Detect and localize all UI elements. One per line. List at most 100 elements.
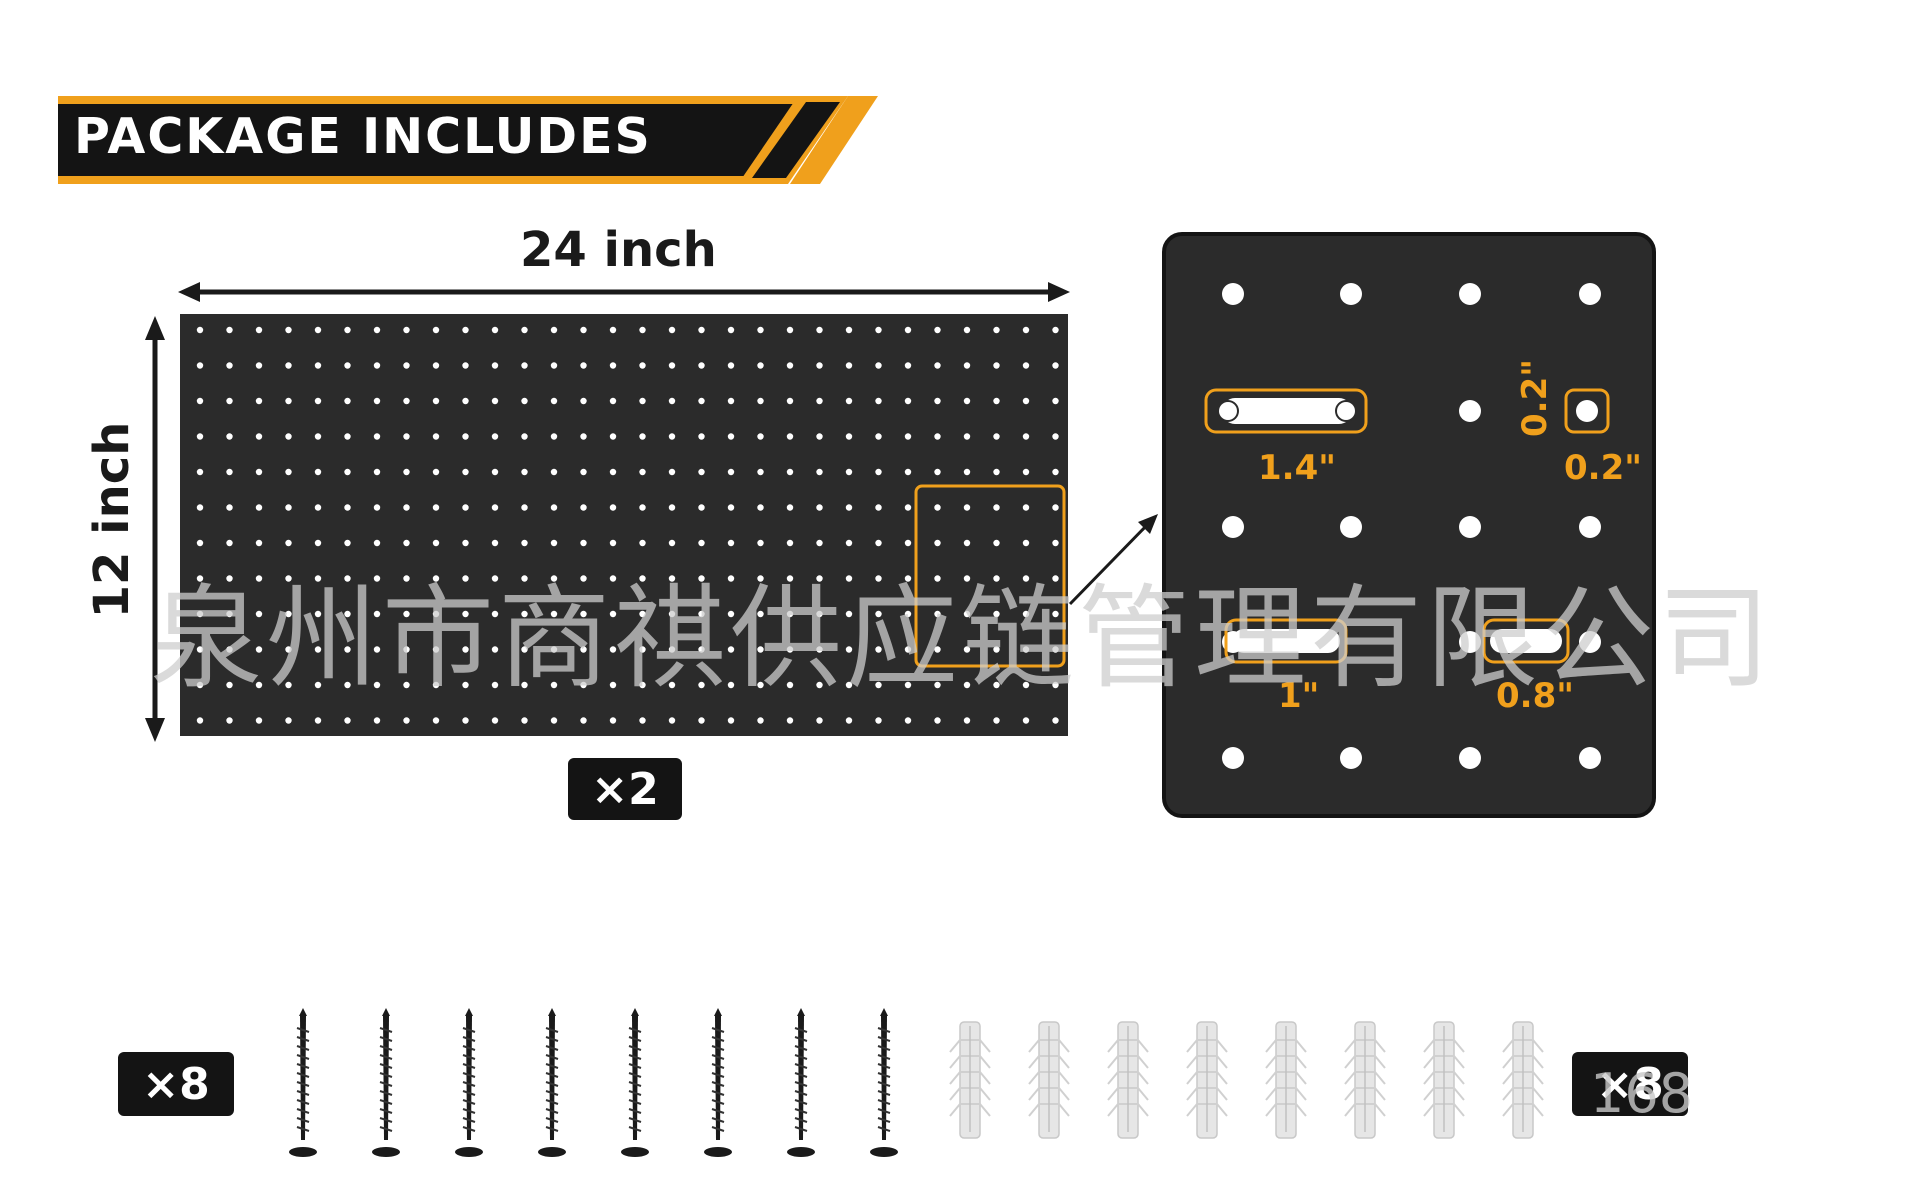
pegboard-hole	[816, 362, 823, 369]
pegboard-hole	[196, 397, 204, 405]
pegboard-hole	[550, 397, 558, 405]
pegboard-hole	[1022, 468, 1030, 476]
detail-hole	[1579, 747, 1601, 769]
pegboard-hole	[373, 433, 381, 440]
pegboard-hole	[993, 504, 1000, 511]
pegboard-hole	[226, 575, 233, 582]
pegboard-hole	[845, 681, 853, 689]
pegboard-hole	[963, 539, 971, 547]
pegboard-panel	[180, 314, 1068, 736]
pegboard-hole	[698, 717, 705, 724]
pegboard-hole	[993, 326, 1000, 334]
pegboard-hole	[639, 575, 646, 582]
pegboard-hole	[580, 468, 587, 476]
pegboard-hole	[757, 504, 764, 511]
pegboard-hole	[786, 646, 794, 653]
pegboard-hole	[845, 539, 853, 547]
pegboard-hole	[1022, 610, 1030, 618]
pegboard-hole	[285, 326, 292, 334]
pegboard-hole	[521, 468, 528, 476]
header-banner	[58, 96, 878, 184]
slot-long-label: 1.4"	[1258, 448, 1336, 488]
pegboard-hole	[698, 397, 705, 405]
pegboard-hole	[285, 539, 292, 547]
pegboard-hole	[845, 575, 853, 582]
square-hole-height-label: 0.2"	[1515, 359, 1555, 437]
pegboard-hole	[285, 575, 292, 582]
width-label: 24 inch	[520, 222, 717, 278]
pegboard-hole	[963, 717, 971, 724]
pegboard-hole	[1022, 397, 1030, 405]
pegboard-hole	[285, 433, 292, 440]
pegboard-hole	[609, 575, 617, 582]
pegboard-hole	[757, 575, 764, 582]
pegboard-hole	[314, 681, 322, 689]
pegboard-hole	[373, 326, 381, 334]
pegboard-hole	[668, 504, 676, 511]
screws-quantity-badge: ×8	[118, 1052, 234, 1116]
pegboard-hole	[727, 681, 735, 689]
pegboard-hole	[403, 610, 410, 618]
pegboard-hole	[993, 539, 1000, 547]
pegboard-hole	[314, 362, 322, 369]
pegboard-hole	[226, 646, 233, 653]
pegboard-hole	[550, 362, 558, 369]
pegboard-hole	[727, 539, 735, 547]
pegboard-hole	[786, 468, 794, 476]
pegboard-hole	[816, 397, 823, 405]
pegboard-hole	[314, 575, 322, 582]
pegboard-hole	[875, 681, 882, 689]
square-hole-box	[1564, 388, 1610, 434]
pegboard-hole	[550, 610, 558, 618]
screw	[372, 1008, 400, 1157]
pegboard-hole	[698, 539, 705, 547]
pegboard-hole	[875, 362, 882, 369]
pegboard-hole	[757, 717, 764, 724]
pegboard-hole	[580, 717, 587, 724]
pegboard-hole	[668, 539, 676, 547]
pegboard-hole	[521, 681, 528, 689]
pegboard-hole	[609, 397, 617, 405]
pegboard-hole	[786, 539, 794, 547]
pegboard-hole	[226, 539, 233, 547]
pegboard-hole	[285, 646, 292, 653]
pegboard-hole	[963, 646, 971, 653]
pegboard-hole	[196, 504, 204, 511]
pegboard-hole	[845, 326, 853, 334]
pegboard-hole	[314, 397, 322, 405]
pegboard-hole	[285, 610, 292, 618]
pegboard-hole	[786, 575, 794, 582]
pegboard-hole	[875, 468, 882, 476]
pegboard-hole	[727, 610, 735, 618]
pegboard-hole	[462, 610, 469, 618]
screw	[289, 1008, 317, 1157]
pegboard-hole	[816, 610, 823, 618]
pegboard-hole	[491, 468, 499, 476]
pegboard-hole	[403, 362, 410, 369]
pegboard-hole	[904, 397, 912, 405]
pegboard-hole	[580, 362, 587, 369]
pegboard-hole	[668, 717, 676, 724]
pegboard-hole	[1022, 646, 1030, 653]
pegboard-hole	[845, 717, 853, 724]
pegboard-hole	[373, 717, 381, 724]
pegboard-hole	[904, 610, 912, 618]
slot-short	[1482, 618, 1570, 664]
pegboard-hole	[285, 397, 292, 405]
pegboard-hole	[255, 610, 263, 618]
pegboard-hole	[462, 326, 469, 334]
pegboard-hole	[462, 468, 469, 476]
pegboard-hole	[727, 362, 735, 369]
pegboard-hole	[403, 646, 410, 653]
pegboard-hole	[196, 646, 204, 653]
pegboard-hole	[845, 504, 853, 511]
pegboard-hole	[1052, 646, 1059, 653]
detail-hole	[1579, 516, 1601, 538]
pegboard-hole	[373, 646, 381, 653]
pegboard-hole	[639, 468, 646, 476]
pegboard-hole	[196, 362, 204, 369]
pegboard-hole	[609, 362, 617, 369]
pegboard-hole	[255, 468, 263, 476]
pegboard-hole	[934, 646, 941, 653]
pegboard-hole	[255, 575, 263, 582]
